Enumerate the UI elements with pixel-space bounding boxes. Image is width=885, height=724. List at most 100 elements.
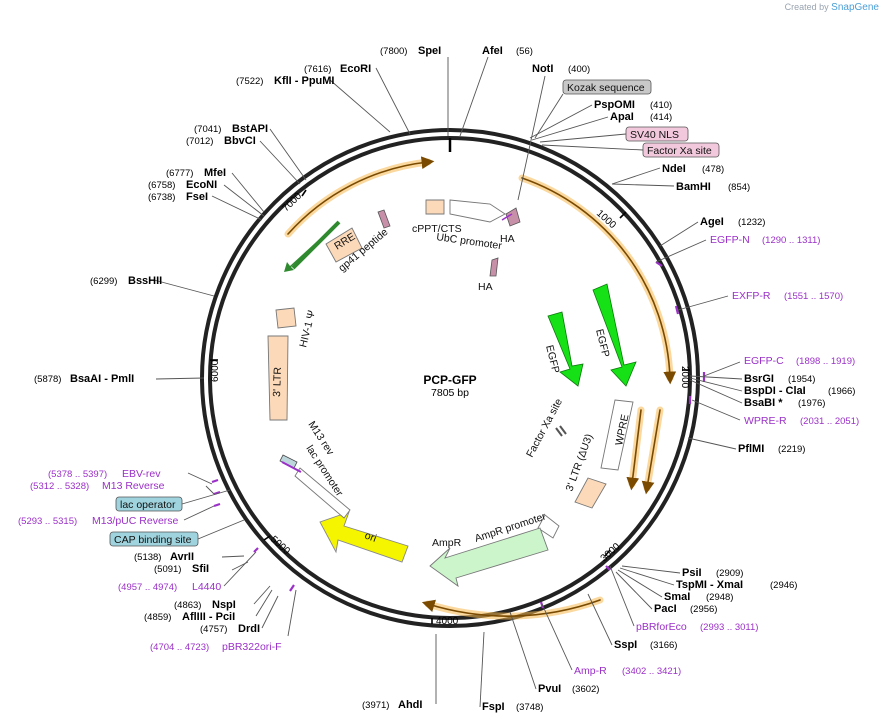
enzyme-bamhi-name: BamHI	[676, 181, 711, 193]
enzyme-fsei-pos: (6738)	[148, 192, 175, 203]
box-sv40	[625, 126, 689, 142]
feature-egfp-inner[interactable]	[547, 311, 584, 387]
enzyme-afliii-pos: (4859)	[144, 612, 171, 623]
feature-hiv1-psi[interactable]	[275, 307, 297, 329]
label-factor-xa: Factor Xa site	[524, 396, 565, 459]
primer-m13puc-pos: (5293 .. 5315)	[18, 516, 77, 527]
primer-pbr322ori-name: pBR322ori-F	[222, 641, 282, 653]
label-cppt: cPPT/CTS	[412, 223, 462, 235]
enzyme-labels: (7800) SpeI AfeI (56) NotI (400) PspOMI …	[34, 45, 855, 713]
feature-ltr3-du3[interactable]	[574, 477, 607, 509]
enzyme-nspi-name: NspI	[212, 599, 236, 611]
feature-gp41-arrow	[284, 220, 341, 272]
primer-ampr-pos: (3402 .. 3421)	[622, 666, 681, 677]
enzyme-psii-pos: (2909)	[716, 568, 743, 579]
box-cap-label: CAP binding site	[114, 534, 192, 546]
enzyme-spei-name: SpeI	[418, 45, 441, 57]
feature-ampr[interactable]	[429, 527, 549, 588]
enzyme-apai-pos: (414)	[650, 112, 672, 123]
enzyme-pspomi-name: PspOMI	[594, 99, 635, 111]
box-lacop	[115, 496, 183, 512]
enzyme-kfli-name: KflI - PpuMI	[274, 75, 335, 87]
enzyme-afei-name: AfeI	[482, 45, 503, 57]
enzyme-agei-name: AgeI	[700, 216, 724, 228]
enzyme-bsrgi-pos: (1954)	[788, 374, 815, 385]
enzyme-drdi-name: DrdI	[238, 623, 260, 635]
enzyme-bamhi-pos: (854)	[728, 182, 750, 193]
tick-4000: 4000	[436, 616, 459, 627]
feature-egfp-outer[interactable]	[592, 283, 637, 387]
plasmid-length: 7805 bp	[431, 387, 469, 399]
enzyme-agei-pos: (1232)	[738, 217, 765, 228]
label-hiv1-psi: HIV-1 Ψ	[297, 309, 318, 349]
primer-l4440-name: L4440	[192, 581, 221, 593]
primer-egfpc-name: EGFP-C	[744, 355, 784, 367]
enzyme-fspi-pos: (3748)	[516, 702, 543, 713]
enzyme-tspmi-pos: (2946)	[770, 580, 797, 591]
enzyme-tspmi-name: TspMI - XmaI	[676, 579, 743, 591]
enzyme-fsei-name: FseI	[186, 191, 208, 203]
enzyme-pvui-name: PvuI	[538, 683, 561, 695]
feature-ha-1[interactable]	[501, 207, 521, 227]
enzyme-pflmi-pos: (2219)	[778, 444, 805, 455]
feature-cppt[interactable]	[425, 199, 445, 215]
primer-m13rev-pos: (5312 .. 5328)	[30, 481, 89, 492]
enzyme-ndei-pos: (478)	[702, 164, 724, 175]
enzyme-ahdi-pos: (3971)	[362, 700, 389, 711]
feature-wpre[interactable]	[600, 399, 634, 471]
enzyme-sspi-pos: (3166)	[650, 640, 677, 651]
enzyme-econi-pos: (6758)	[148, 180, 175, 191]
feature-ha-2[interactable]	[489, 257, 499, 277]
enzyme-sfii-pos: (5091)	[154, 564, 181, 575]
enzyme-bsaai-pos: (5878)	[34, 374, 61, 385]
primer-egfpn-pos: (1290 .. 1311)	[762, 235, 820, 246]
primer-pbrforeco-name: pBRforEco	[636, 621, 687, 633]
box-kozak	[562, 79, 652, 95]
feature-gp41-peptide[interactable]	[377, 209, 391, 229]
enzyme-bbvci-name: BbvCI	[224, 135, 256, 147]
label-ampr: AmpR	[432, 537, 462, 549]
feature-m13-rev	[279, 454, 302, 473]
enzyme-bsrgi-name: BsrGI	[744, 373, 774, 385]
primer-pbrforeco-pos: (2993 .. 3011)	[700, 622, 758, 633]
feature-amp-promoter[interactable]	[537, 514, 560, 539]
label-egfp-inner: EGFP	[543, 344, 562, 375]
tick-6000: 6000	[210, 359, 221, 382]
box-kozak-label: Kozak sequence	[567, 82, 645, 94]
enzyme-smai-name: SmaI	[664, 591, 690, 603]
feature-factor-xa	[555, 425, 567, 437]
enzyme-spei-pos: (7800)	[380, 46, 407, 57]
box-sv40-label: SV40 NLS	[630, 129, 679, 141]
enzyme-ecori-name: EcoRI	[340, 63, 371, 75]
enzyme-mfei-name: MfeI	[204, 167, 226, 179]
enzyme-ndei-name: NdeI	[662, 163, 686, 175]
primer-l4440-pos: (4957 .. 4974)	[118, 582, 177, 593]
enzyme-noti-name: NotI	[532, 63, 553, 75]
enzyme-bsshii-name: BssHII	[128, 275, 162, 287]
plasmid-name: PCP-GFP	[423, 373, 476, 387]
enzyme-drdi-pos: (4757)	[200, 624, 227, 635]
orf-arcs	[284, 156, 677, 620]
box-factorxa	[642, 142, 720, 158]
enzyme-sfii-name: SfiI	[192, 563, 209, 575]
primer-egfpn-name: EGFP-N	[710, 234, 750, 246]
primer-wprer-name: WPRE-R	[744, 415, 787, 427]
enzyme-afliii-name: AflIII - PciI	[182, 611, 235, 623]
feature-lac-promoter[interactable]	[294, 467, 351, 519]
primer-pbr322ori-pos: (4704 .. 4723)	[150, 642, 209, 653]
enzyme-paci-name: PacI	[654, 603, 677, 615]
enzyme-bspdi-name: BspDI - ClaI	[744, 385, 806, 397]
feature-ltr3-left[interactable]	[267, 335, 289, 421]
leader-lines	[153, 56, 743, 708]
enzyme-paci-pos: (2956)	[690, 604, 717, 615]
enzyme-pspomi-pos: (410)	[650, 100, 672, 111]
snapgene-credit: Created by SnapGene	[785, 2, 879, 13]
feature-rre[interactable]	[325, 227, 363, 263]
credit-prefix: Created by	[784, 2, 829, 12]
enzyme-bstapi-pos: (7041)	[194, 124, 221, 135]
enzyme-avrii-name: AvrII	[170, 551, 194, 563]
boxed-feature-labels: Kozak sequence SV40 NLS Factor Xa site l…	[109, 79, 720, 547]
feature-ubc-promoter[interactable]	[449, 199, 506, 223]
enzyme-avrii-pos: (5138)	[134, 552, 161, 563]
